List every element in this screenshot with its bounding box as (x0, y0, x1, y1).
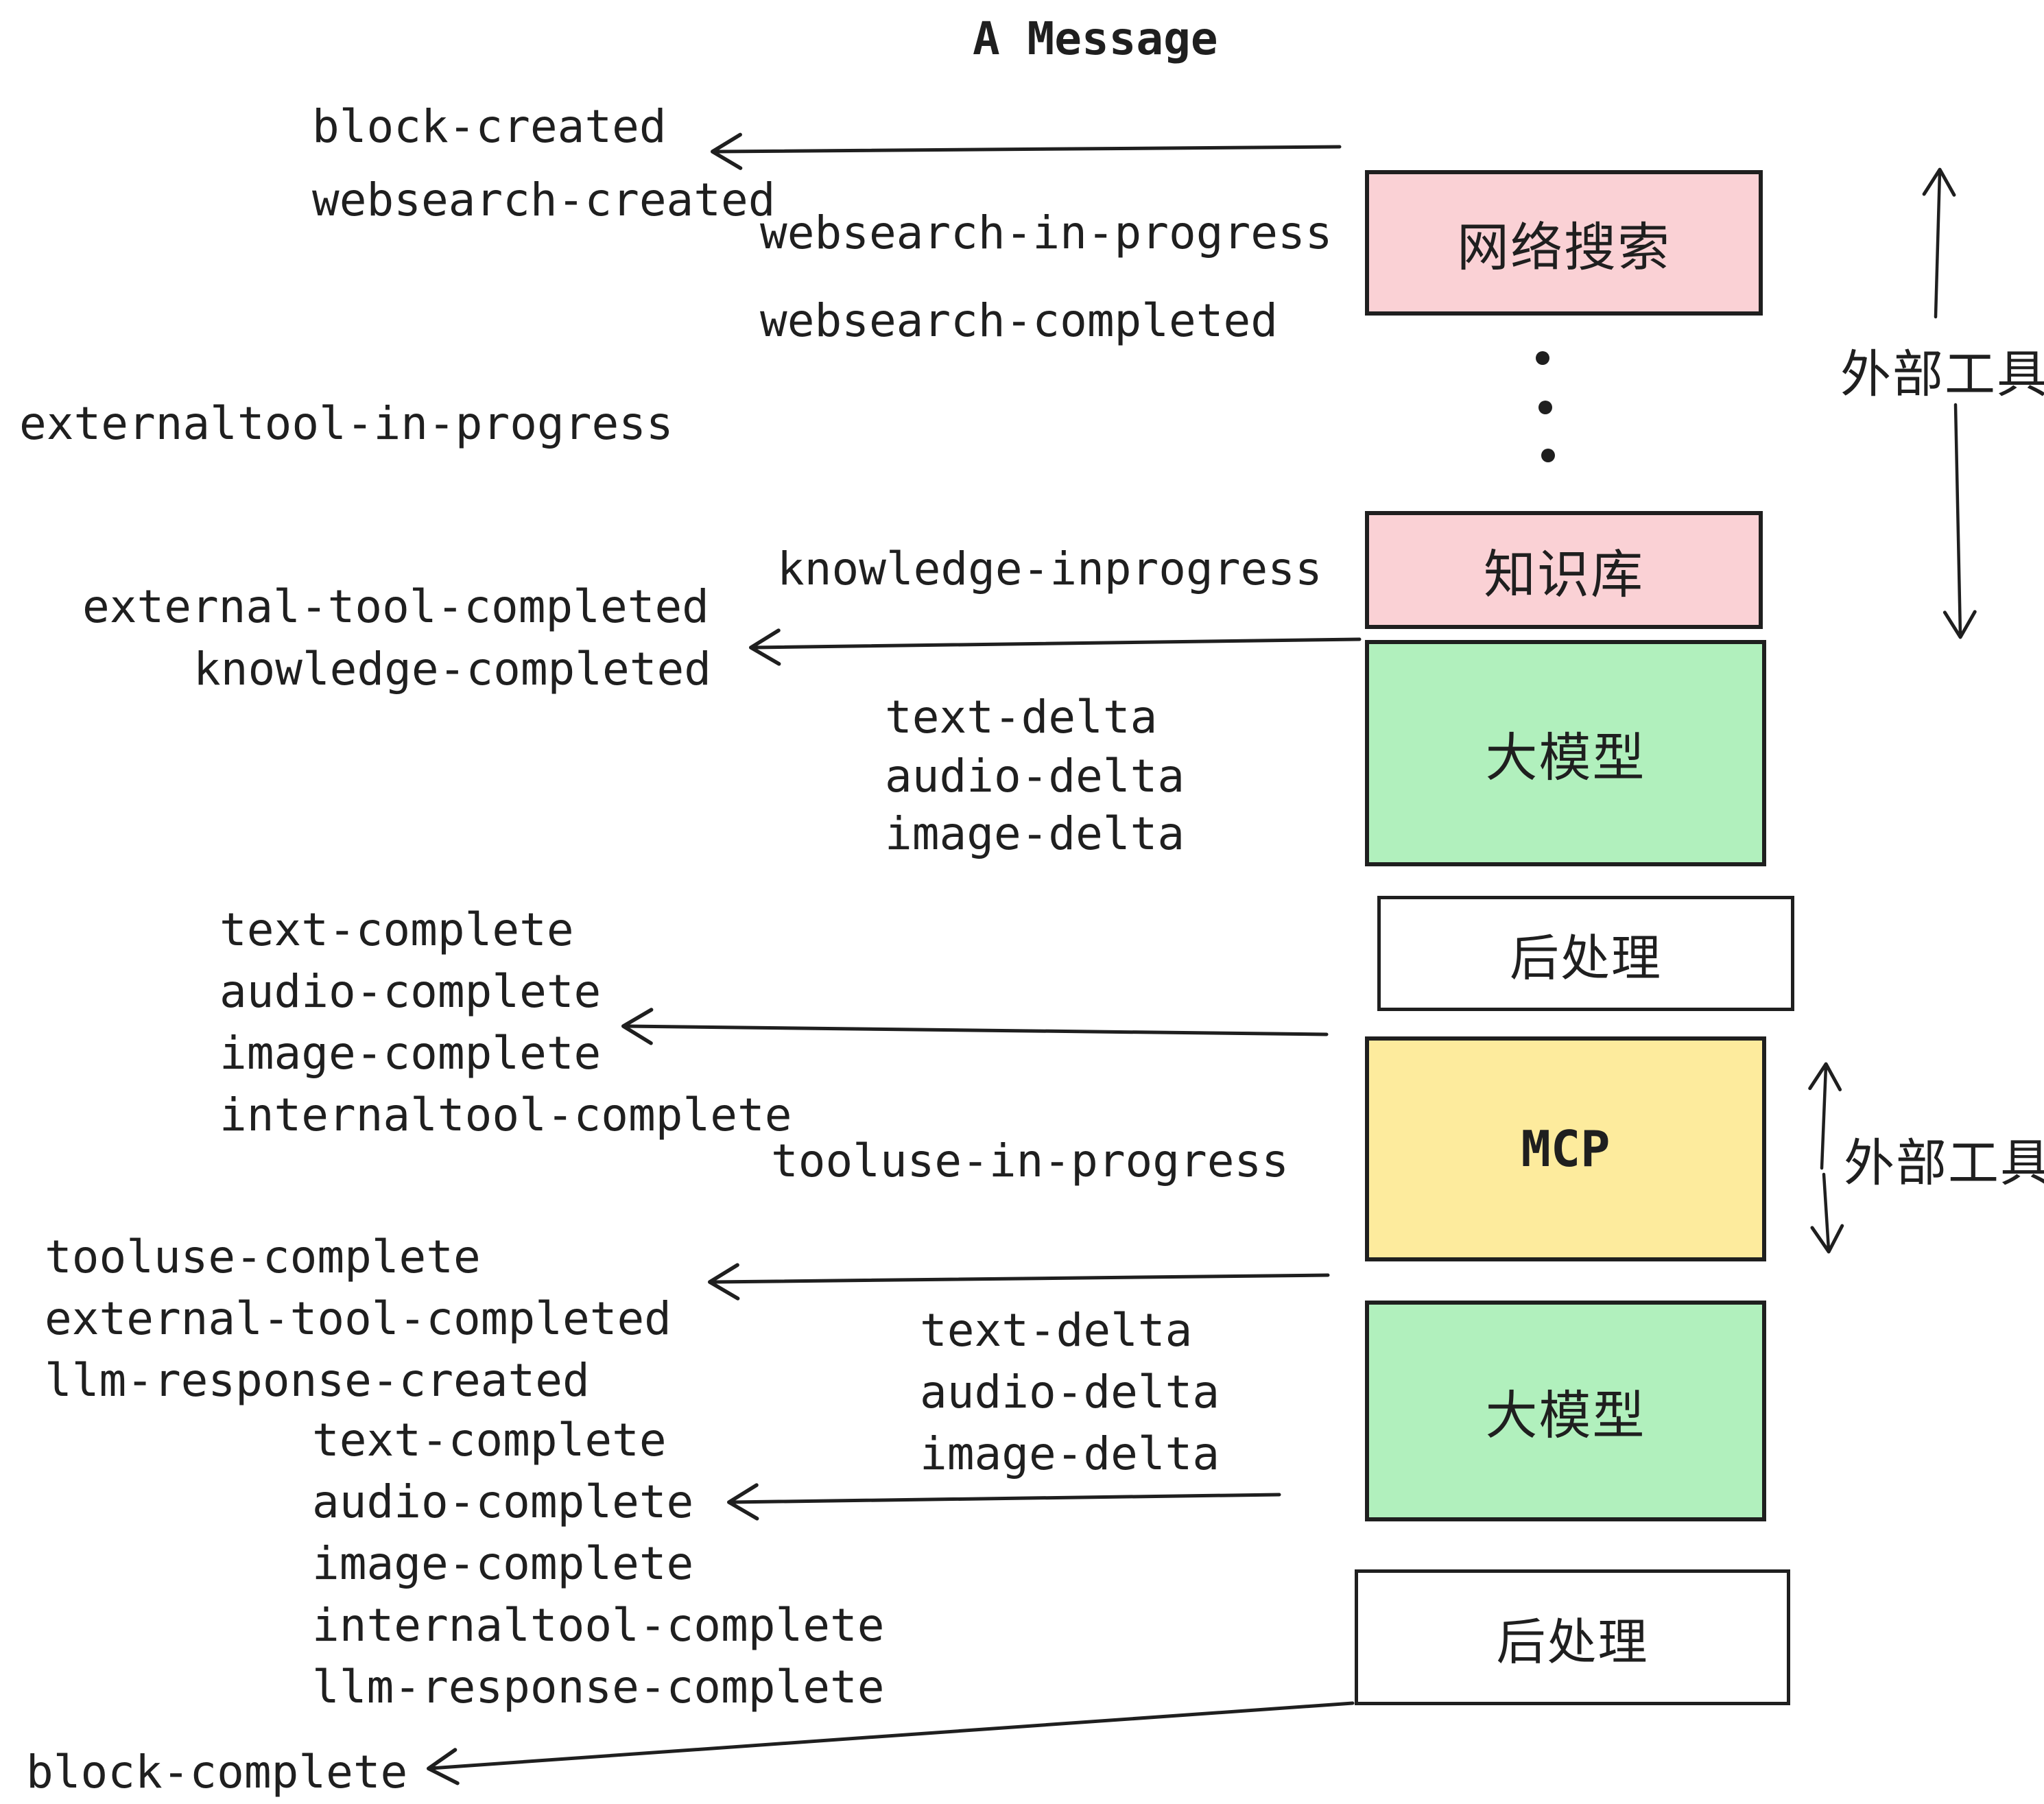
postprocess-box-2: 后处理 (1355, 1569, 1790, 1705)
postprocess-box-1-label: 后处理 (1509, 929, 1662, 987)
arrow-to-tooluse-complete (707, 1263, 1330, 1301)
arrow-mcp-external-down (1810, 1172, 1844, 1254)
arrow-mcp-external-up (1808, 1062, 1842, 1170)
page-title: A Message (973, 12, 1218, 65)
arrow-websearch-to-block-created (710, 132, 1342, 170)
event-websearch-completed: websearch-completed (760, 294, 1278, 347)
event-image-complete-2: image-complete (312, 1537, 694, 1590)
event-block-complete: block-complete (26, 1746, 408, 1799)
event-websearch-in-progress: websearch-in-progress (760, 206, 1333, 259)
external-tools-label-top: 外部工具 (1840, 345, 2044, 404)
arrow-to-audio-complete (726, 1483, 1281, 1521)
event-text-complete-1: text-complete (219, 903, 574, 956)
mcp-box: MCP (1365, 1036, 1766, 1261)
event-llm-response-created: llm-response-created (45, 1354, 590, 1407)
event-internaltool-complete-2: internaltool-complete (312, 1599, 885, 1652)
ellipsis-dot (1541, 449, 1555, 462)
arrow-to-block-complete (426, 1701, 1355, 1785)
event-external-tool-completed-2: external-tool-completed (45, 1292, 672, 1345)
event-tooluse-in-progress: tooluse-in-progress (771, 1135, 1289, 1187)
event-internaltool-complete-1: internaltool-complete (219, 1089, 792, 1141)
event-text-delta-1: text-delta (885, 691, 1158, 744)
event-audio-complete-2: audio-complete (312, 1475, 694, 1528)
postprocess-box-2-label: 后处理 (1496, 1613, 1649, 1671)
event-knowledge-inprogress: knowledge-inprogress (777, 543, 1322, 595)
event-image-delta-2: image-delta (920, 1427, 1220, 1480)
event-audio-delta-1: audio-delta (885, 750, 1185, 803)
event-externaltool-in-progress: externaltool-in-progress (19, 397, 674, 450)
mcp-box-label: MCP (1521, 1120, 1611, 1178)
event-websearch-created: websearch-created (312, 174, 776, 226)
event-llm-response-complete: llm-response-complete (312, 1661, 885, 1713)
event-external-tool-completed-1: external-tool-completed (82, 580, 709, 633)
arrow-to-image-complete (621, 1008, 1329, 1045)
ellipsis-dot (1536, 351, 1549, 365)
event-audio-delta-2: audio-delta (920, 1366, 1220, 1419)
llm-box-2-label: 大模型 (1485, 1385, 1646, 1446)
event-image-complete-1: image-complete (219, 1027, 602, 1080)
knowledge-box-label: 知识库 (1484, 544, 1644, 605)
event-knowledge-completed: knowledge-completed (193, 643, 711, 696)
ellipsis-dot (1538, 401, 1552, 414)
websearch-box-label: 网络搜索 (1457, 217, 1671, 278)
event-image-delta-1: image-delta (885, 807, 1185, 860)
event-audio-complete-1: audio-complete (219, 965, 602, 1018)
llm-box-1-label: 大模型 (1485, 727, 1646, 788)
llm-box-2: 大模型 (1365, 1301, 1766, 1521)
postprocess-box-1: 后处理 (1377, 896, 1794, 1011)
knowledge-box: 知识库 (1365, 511, 1763, 629)
event-tooluse-complete: tooluse-complete (45, 1231, 481, 1283)
websearch-box: 网络搜索 (1365, 170, 1763, 316)
arrow-external-tools-up (1922, 167, 1956, 319)
event-block-created: block-created (312, 100, 667, 153)
event-text-complete-2: text-complete (312, 1414, 667, 1467)
external-tools-label-mcp: 外部工具 (1844, 1134, 2044, 1193)
arrow-external-tools-down (1942, 403, 1977, 639)
arrow-to-knowledge-completed (748, 628, 1362, 666)
event-text-delta-2: text-delta (920, 1304, 1193, 1357)
llm-box-1: 大模型 (1365, 640, 1766, 866)
